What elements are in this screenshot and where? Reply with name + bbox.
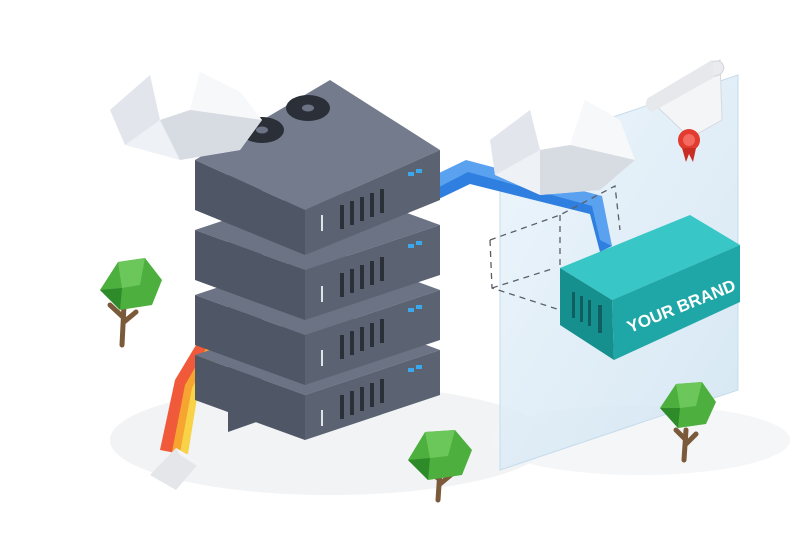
brand-container: YOUR BRAND — [560, 215, 740, 360]
tree-icon — [408, 430, 472, 503]
container-vents — [572, 292, 602, 333]
dashed-projection — [489, 184, 621, 311]
server-rack-icon — [195, 80, 440, 440]
cloud-icon — [110, 72, 262, 160]
cloud-icon — [490, 100, 635, 195]
status-leds — [408, 169, 422, 372]
certificate-icon — [645, 59, 725, 162]
server-vents — [340, 189, 384, 419]
tree-icon — [100, 258, 162, 348]
tree-icon — [660, 382, 716, 463]
